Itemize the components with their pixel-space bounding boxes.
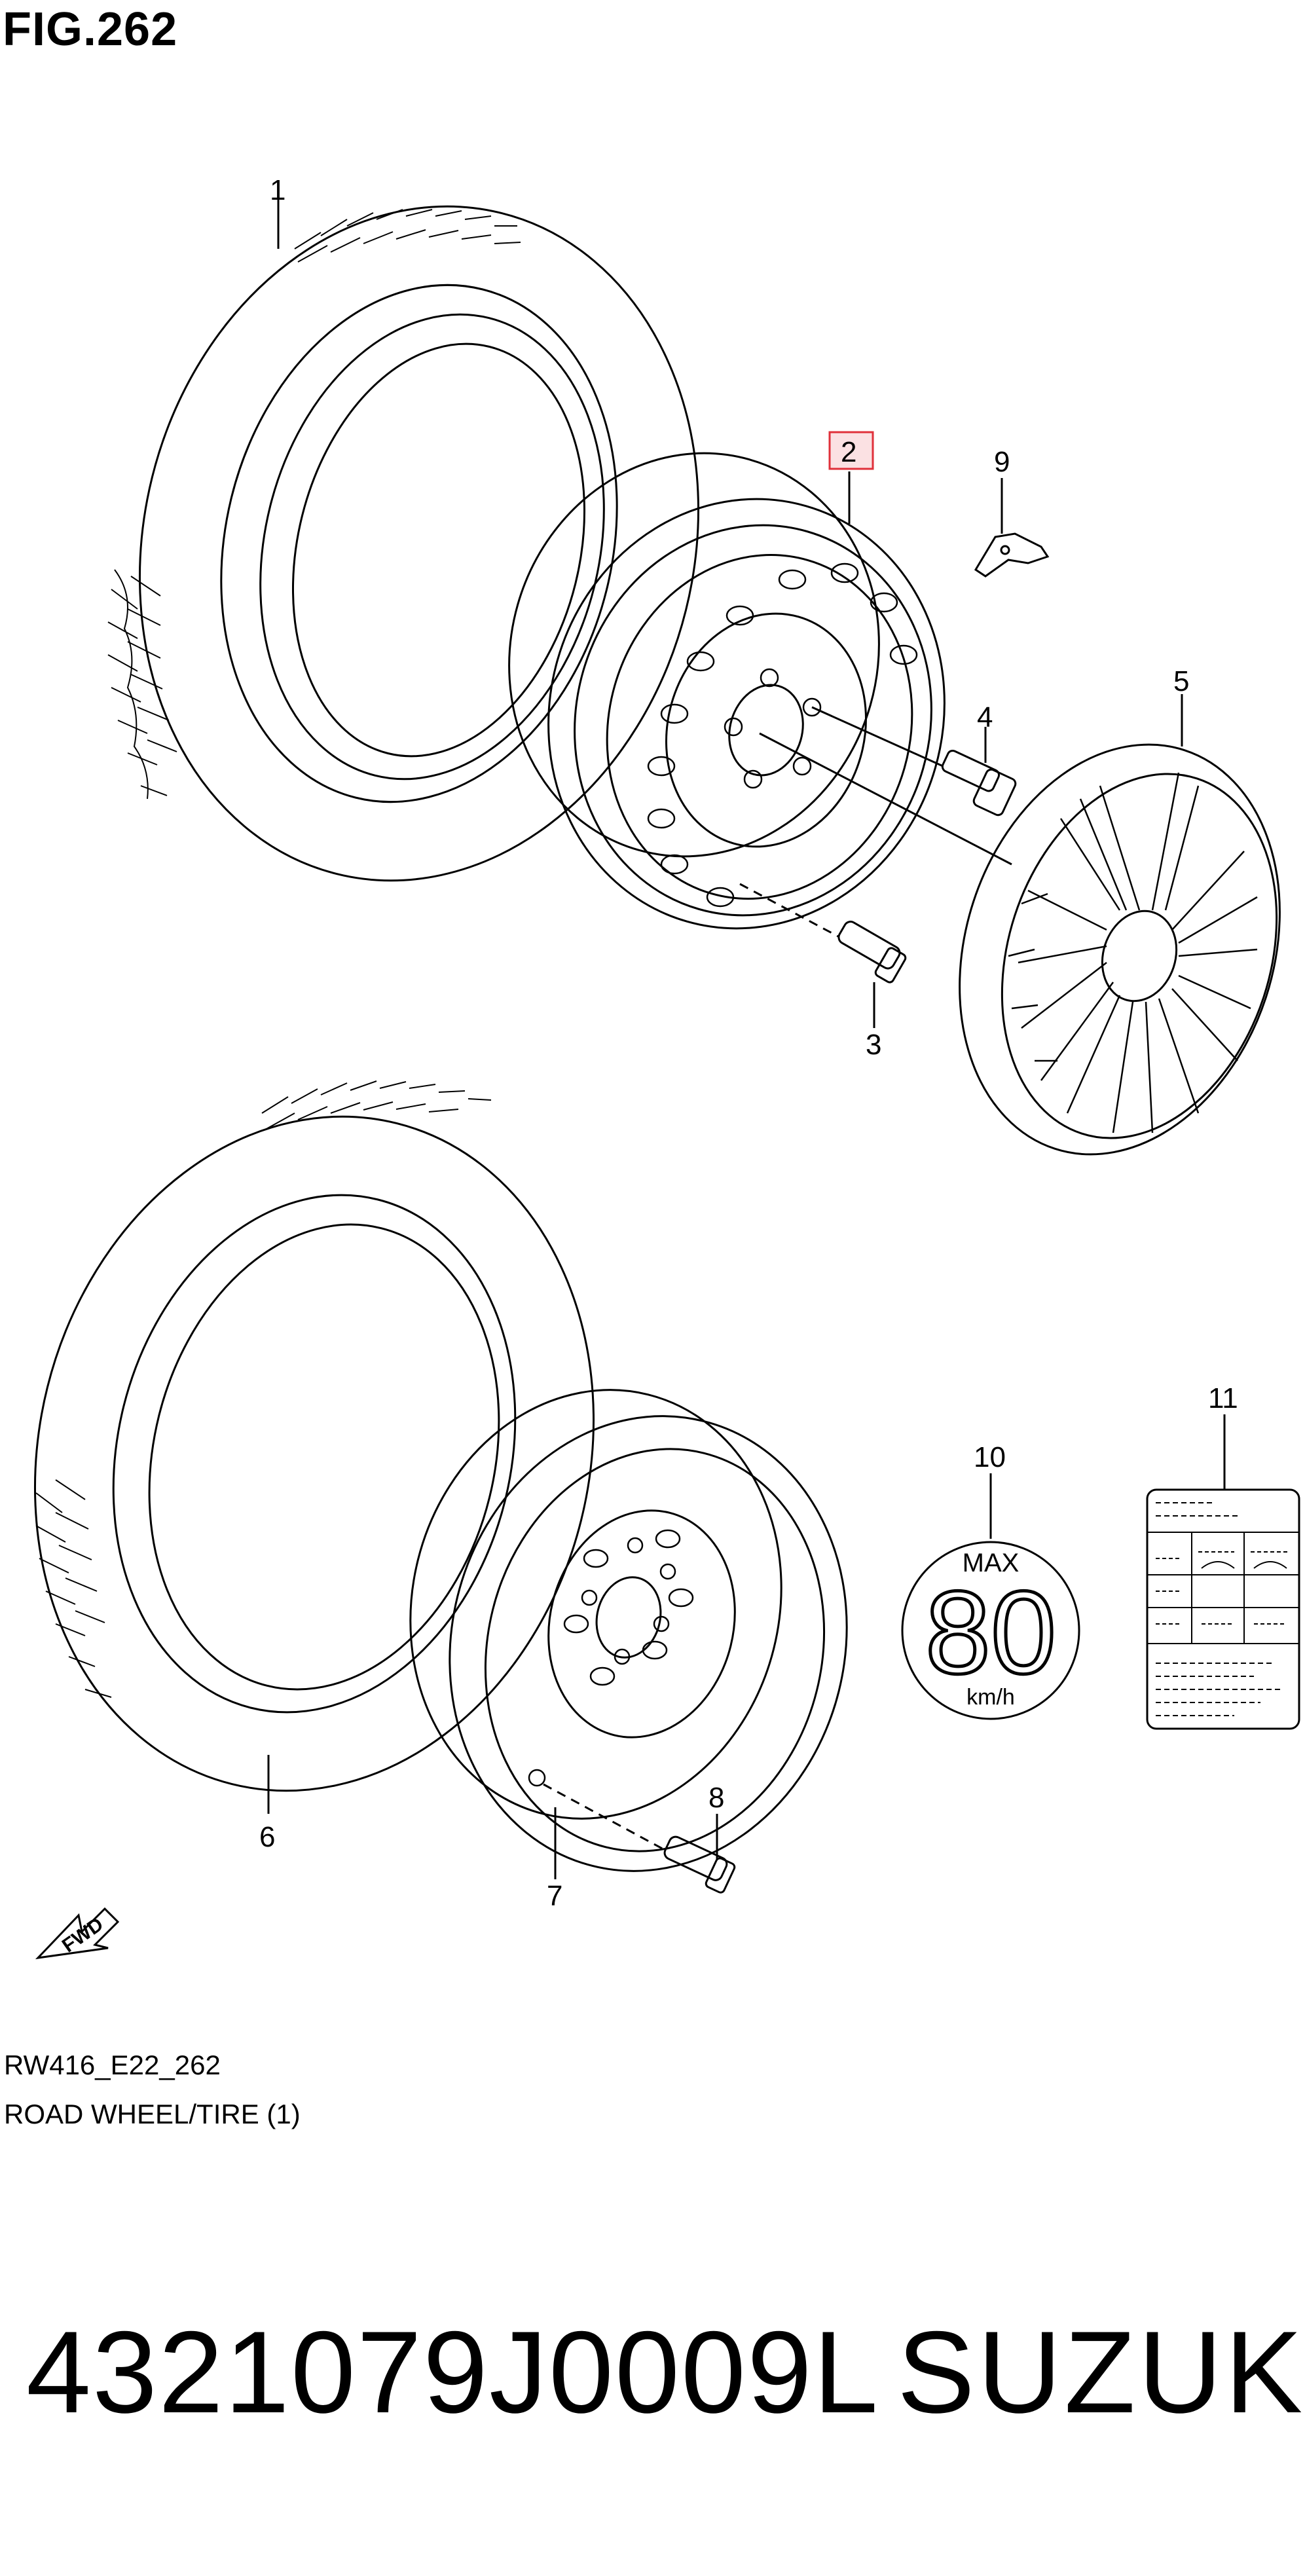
callout-3[interactable]: 3 [866, 1029, 881, 1061]
leader-cover-axis [760, 733, 1012, 864]
valve-lower[interactable] [663, 1835, 736, 1894]
tire-lower[interactable] [0, 1057, 663, 1850]
speed-label-unit: km/h [966, 1685, 1015, 1710]
fwd-arrow-icon [38, 1909, 118, 1958]
steel-wheel-lower[interactable] [365, 1350, 894, 1913]
callout-2[interactable]: 2 [841, 436, 856, 468]
callout-6[interactable]: 6 [259, 1821, 275, 1853]
lug-nut[interactable] [941, 749, 1018, 817]
figure-caption: ROAD WHEEL/TIRE (1) [4, 2099, 301, 2129]
steel-wheel-upper[interactable] [462, 409, 995, 976]
leader-valve-dashed [740, 884, 838, 936]
part-number: 4321079J0009L [26, 2307, 879, 2437]
leader-lug-axis [812, 707, 943, 766]
callout-8[interactable]: 8 [708, 1782, 724, 1814]
callout-1[interactable]: 1 [270, 174, 285, 206]
callout-5[interactable]: 5 [1173, 665, 1189, 697]
callout-10[interactable]: 10 [974, 1441, 1006, 1473]
callout-9[interactable]: 9 [994, 446, 1010, 478]
callout-11[interactable]: 11 [1208, 1382, 1238, 1414]
wheel-cover[interactable] [909, 703, 1305, 1196]
tire-upper[interactable] [70, 147, 769, 940]
figure-ref-code: RW416_E22_262 [4, 2050, 221, 2080]
tire-info-label[interactable] [1147, 1490, 1299, 1729]
brand-name: SUZUKI [897, 2307, 1305, 2437]
highlight-box-2 [830, 432, 873, 469]
speed-label-top: MAX [963, 1549, 1020, 1577]
valve-upper[interactable] [836, 919, 907, 984]
callout-7[interactable]: 7 [547, 1880, 562, 1912]
callout-4[interactable]: 4 [977, 701, 993, 733]
fwd-label: FWD [58, 1913, 107, 1957]
figure-title: FIG.262 [3, 3, 178, 56]
speed-label-sticker[interactable] [902, 1542, 1079, 1719]
leader-valve-lower-dashed [543, 1784, 665, 1850]
speed-label-value: 80 [925, 1567, 1056, 1699]
balance-weight[interactable] [976, 534, 1048, 576]
